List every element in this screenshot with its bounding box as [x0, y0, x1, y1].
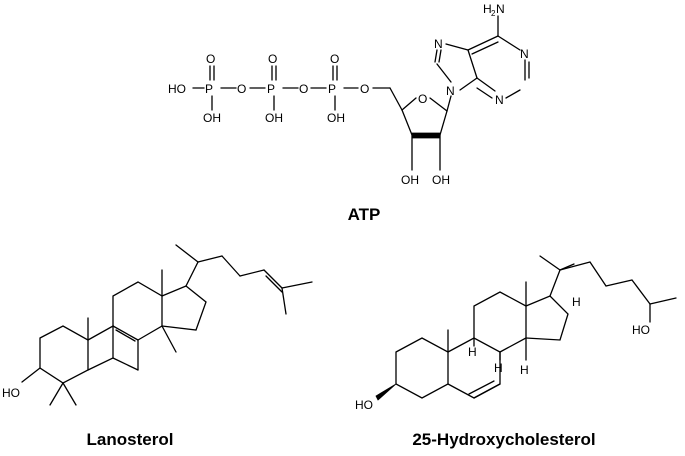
- atom-label: H: [483, 2, 492, 16]
- atom-label: HO: [632, 323, 650, 337]
- atom-label: O: [206, 52, 215, 66]
- atom-label: P: [267, 82, 275, 96]
- atom-label: H: [494, 361, 503, 375]
- lanosterol-structure: HO Lanosterol: [2, 244, 313, 449]
- atom-label: HO: [355, 398, 373, 412]
- atom-label: OH: [432, 173, 450, 187]
- atom-label: P: [328, 82, 336, 96]
- atom-label: OH: [265, 111, 283, 125]
- atom-label: HO: [168, 82, 186, 96]
- atom-label: OH: [203, 111, 221, 125]
- hydroxycholesterol-structure: H H H H HO HO 25-Hydroxycholesterol: [355, 255, 677, 449]
- atom-label: H: [468, 345, 477, 359]
- atp-label: ATP: [348, 205, 381, 224]
- atom-label: O: [360, 82, 369, 96]
- atom-label: HO: [2, 386, 20, 400]
- atom-label: O: [237, 82, 246, 96]
- atom-label: 2: [491, 9, 496, 18]
- atom-label: N: [434, 37, 443, 51]
- atom-label: H: [572, 295, 581, 309]
- atom-label: OH: [401, 173, 419, 187]
- atom-label: N: [496, 2, 505, 16]
- atom-label: O: [330, 52, 339, 66]
- atom-label: O: [418, 92, 427, 106]
- hydroxycholesterol-label: 25-Hydroxycholesterol: [412, 430, 595, 449]
- atom-label: N: [446, 84, 455, 98]
- atom-label: P: [205, 82, 213, 96]
- atom-label: OH: [327, 111, 345, 125]
- atom-label: N: [520, 47, 529, 61]
- lanosterol-label: Lanosterol: [87, 430, 174, 449]
- atom-label: N: [495, 93, 504, 107]
- atom-label: O: [299, 82, 308, 96]
- atom-label: O: [268, 52, 277, 66]
- atp-structure: HO P O OH O P O OH O P O OH O O OH OH N …: [168, 2, 530, 224]
- atom-label: H: [520, 363, 529, 377]
